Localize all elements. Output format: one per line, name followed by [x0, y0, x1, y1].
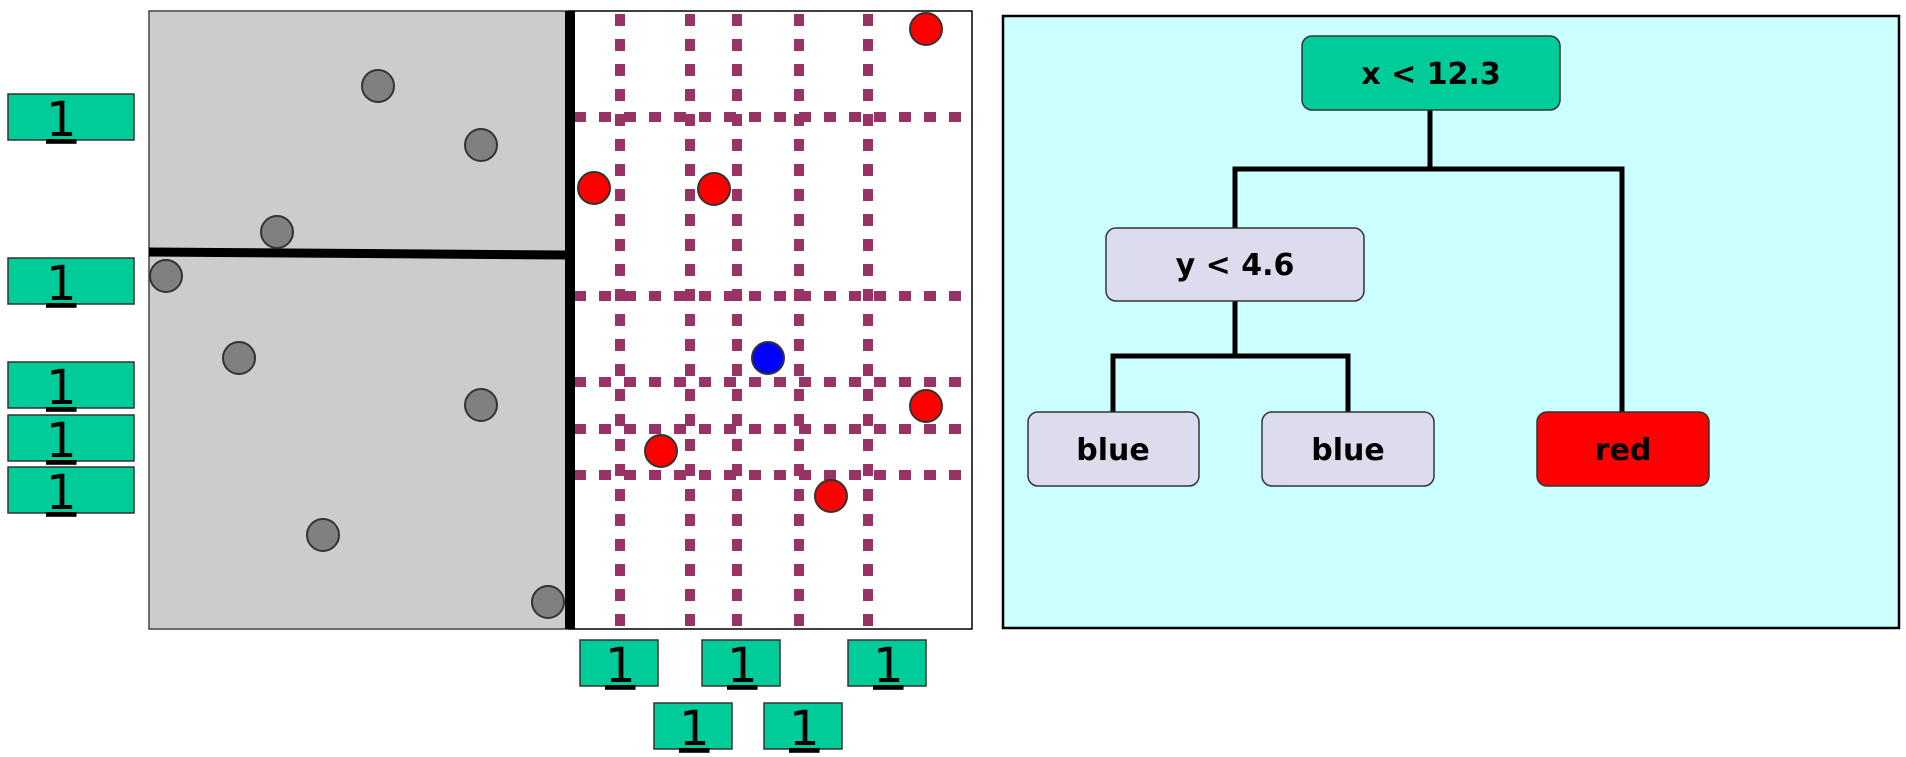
bottom-badge-label: 1 — [727, 638, 758, 694]
left-badge: 1 — [7, 413, 135, 469]
tree-node-inner-box — [1105, 227, 1365, 302]
red-point — [909, 12, 943, 46]
left-badge: 1 — [7, 256, 135, 312]
bottom-badge-box — [763, 702, 843, 750]
blue-point — [751, 341, 785, 375]
dashed-grid — [574, 14, 972, 628]
bottom-badge: 1 — [701, 638, 781, 694]
tree-leaf-1-box — [1027, 411, 1200, 487]
tree-leaf-1-label: blue — [1076, 433, 1149, 468]
bottom-badge-box — [653, 702, 733, 750]
left-badge-box — [7, 466, 135, 514]
gray-point — [464, 128, 498, 162]
bottom-badge-label: 1 — [605, 638, 636, 694]
left-badge-box — [7, 93, 135, 141]
red-point — [814, 479, 848, 513]
tree-node-root-box — [1301, 35, 1561, 111]
gray-points — [149, 69, 565, 619]
tree-leaf-3-label: red — [1595, 433, 1652, 468]
tree-leaf-3: red — [1536, 411, 1710, 487]
bottom-badge: 1 — [763, 701, 843, 757]
left-badges: 1 1 1 1 1 — [7, 92, 135, 521]
left-badge: 1 — [7, 465, 135, 521]
left-badge-label: 1 — [46, 256, 77, 312]
left-badge-label: 1 — [46, 413, 77, 469]
gray-point — [222, 341, 256, 375]
tree-leaf-2-box — [1261, 411, 1435, 487]
left-badge-box — [7, 257, 135, 305]
bottom-badge: 1 — [579, 638, 659, 694]
left-badge-label: 1 — [46, 360, 77, 416]
tree-node-root-label: x < 12.3 — [1361, 57, 1500, 92]
gray-point — [260, 215, 294, 249]
tree-leaf-1: blue — [1027, 411, 1200, 487]
gray-point — [149, 259, 183, 293]
gray-point — [531, 585, 565, 619]
bottom-badges: 1 1 1 1 1 — [579, 638, 927, 757]
red-point — [644, 434, 678, 468]
edge-root-split — [1232, 166, 1625, 412]
tree-edges — [1110, 110, 1625, 412]
white-region — [568, 10, 973, 630]
bottom-badge: 1 — [653, 701, 733, 757]
left-badge-label: 1 — [46, 465, 77, 521]
red-points — [577, 12, 943, 513]
red-point — [909, 389, 943, 423]
bottom-badge-box — [701, 639, 781, 687]
bottom-badge-label: 1 — [679, 701, 710, 757]
edge-inner-split — [1110, 353, 1351, 412]
left-badge-box — [7, 414, 135, 462]
bottom-badge: 1 — [847, 638, 927, 694]
gray-point — [361, 69, 395, 103]
red-point — [697, 172, 731, 206]
tree-node-inner-label: y < 4.6 — [1176, 248, 1295, 283]
gray-region — [148, 10, 570, 630]
bottom-badge-label: 1 — [789, 701, 820, 757]
tree-node-inner: y < 4.6 — [1105, 227, 1365, 302]
gray-point — [464, 388, 498, 422]
tree-node-root: x < 12.3 — [1301, 35, 1561, 111]
tree-leaf-2-label: blue — [1311, 433, 1384, 468]
left-badge: 1 — [7, 92, 135, 148]
bottom-badge-box — [847, 639, 927, 687]
red-point — [577, 171, 611, 205]
left-badge-label: 1 — [46, 92, 77, 148]
gray-point — [306, 518, 340, 552]
tree-leaf-3-box — [1536, 411, 1710, 487]
bottom-badge-box — [579, 639, 659, 687]
bottom-badge-label: 1 — [873, 638, 904, 694]
tree-leaf-2: blue — [1261, 411, 1435, 487]
horizontal-split-line — [148, 247, 568, 260]
left-badge: 1 — [7, 360, 135, 416]
tree-panel — [1001, 14, 1901, 630]
left-badge-box — [7, 361, 135, 409]
